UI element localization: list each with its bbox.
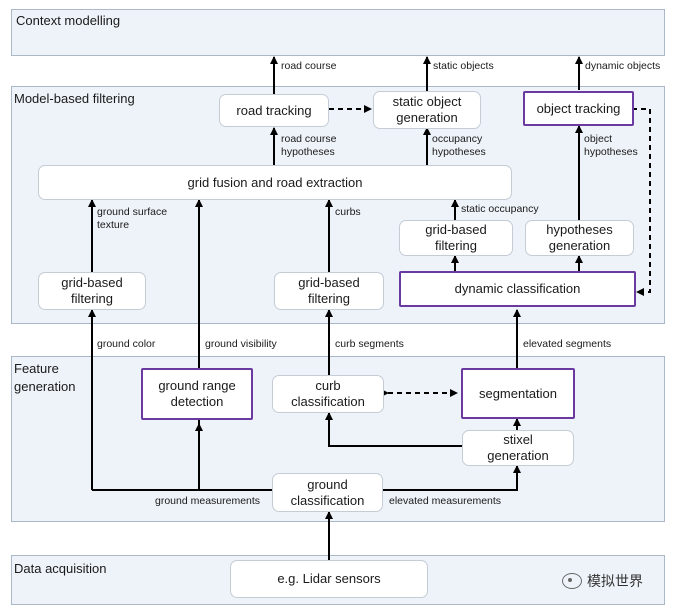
arrow-stixel-to-curb [325,412,462,447]
curb-classification-box: curb classification [272,375,384,413]
watermark-text: 模拟世界 [587,573,643,589]
label-road-course-hypotheses: road course hypotheses [281,133,337,158]
label-elevated-segments: elevated segments [523,338,612,350]
label-object-hypotheses: object hypotheses [584,133,638,158]
object-tracking-box: object tracking [523,91,634,126]
grid-filtering-dynamic-box: grid-based filtering [399,220,513,256]
lidar-sensors-box: e.g. Lidar sensors [230,560,428,598]
layer-title-context: Context modelling [16,13,121,28]
grid-filtering-curbs-box: grid-based filtering [274,272,384,310]
label-curbs: curbs [335,206,361,218]
label-road-course: road course [281,60,337,72]
grid-fusion-box: grid fusion and road extraction [38,165,512,200]
arrow-elevated-measurements [383,465,521,491]
label-curb-segments: curb segments [335,338,404,350]
label-ground-visibility: ground visibility [205,338,277,350]
stixel-generation-box: stixel generation [462,430,574,466]
dynamic-classification-box: dynamic classification [399,271,636,307]
label-dynamic-objects: dynamic objects [585,60,661,72]
grid-filtering-ground-box: grid-based filtering [38,272,146,310]
label-occupancy-hypotheses: occupancy hypotheses [432,133,486,158]
layer-title-model: Model-based filtering [14,91,135,106]
label-static-objects: static objects [433,60,494,72]
segmentation-box: segmentation [461,368,575,419]
label-ground-measurements: ground measurements [155,495,261,507]
ground-classification-box: ground classification [272,473,383,512]
layer-title-feature-2: generation [14,379,76,394]
label-ground-color: ground color [97,338,156,350]
road-tracking-box: road tracking [219,94,329,127]
layer-context-modelling [11,9,665,56]
label-elevated-measurements: elevated measurements [389,495,502,507]
arrow-tracking-to-dynamic [632,108,651,296]
label-static-occupancy: static occupancy [461,203,539,215]
label-ground-surface-texture: ground surface texture [97,206,168,231]
hypotheses-generation-box: hypotheses generation [525,220,634,256]
watermark: 模拟世界 [562,571,643,591]
wechat-icon [562,573,582,589]
layer-title-data: Data acquisition [14,561,107,576]
static-object-generation-box: static object generation [373,91,481,129]
ground-range-detection-box: ground range detection [141,368,253,420]
layer-title-feature-1: Feature [14,361,59,376]
